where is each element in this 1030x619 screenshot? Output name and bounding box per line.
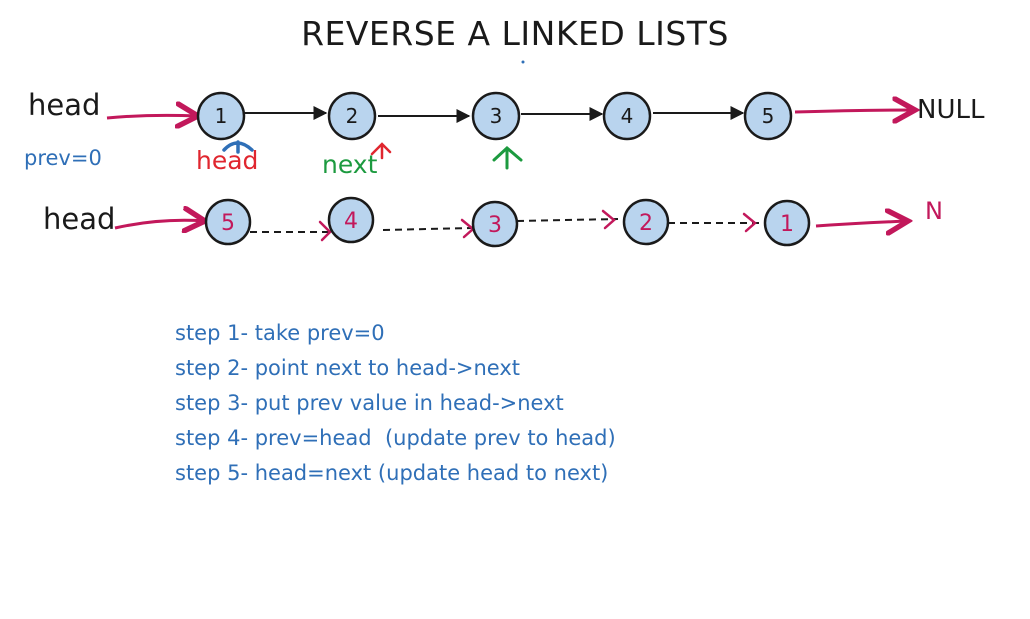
head-arrow [106, 115, 198, 118]
step-item: step 5- head=next (update head to next) [175, 461, 609, 485]
list-node: 2 [327, 91, 377, 141]
list-node: 1 [196, 91, 246, 141]
svg-text:2: 2 [346, 104, 359, 128]
svg-text:3: 3 [488, 213, 502, 238]
diagram-title: REVERSE A LINKED LISTS [301, 14, 729, 53]
list-node: 5 [743, 91, 793, 141]
list-node: 3 [471, 91, 521, 141]
step-item: step 2- point next to head->next [175, 356, 521, 380]
link-arrowhead [742, 212, 757, 233]
svg-text:1: 1 [780, 212, 794, 237]
head-pointer-caret [222, 140, 254, 154]
reversed-list-node: 4 [327, 196, 375, 244]
null-arrow [815, 221, 908, 226]
list-node: 4 [602, 91, 652, 141]
svg-text:3: 3 [490, 104, 503, 128]
head-pointer-label: head [196, 146, 259, 175]
null-arrow [794, 110, 915, 112]
svg-text:5: 5 [221, 211, 235, 236]
reversed-list-node: 2 [622, 198, 670, 246]
link-arrowhead [601, 209, 616, 230]
next-pointer-label: next [322, 150, 378, 179]
dashed-link [382, 227, 474, 231]
svg-text:2: 2 [639, 211, 653, 236]
head-arrow [114, 220, 205, 228]
link-arrowhead [318, 220, 332, 242]
dashed-link [516, 218, 619, 222]
step-item: step 3- put prev value in head->next [175, 391, 564, 415]
svg-text:4: 4 [621, 104, 634, 128]
reversed-null-label: N [925, 197, 943, 225]
reversed-list-node: 5 [204, 198, 252, 246]
null-label: NULL [917, 95, 985, 125]
next-pointer-caret [370, 142, 392, 160]
reversed-list-node: 1 [763, 199, 811, 247]
ink-dot [521, 60, 525, 64]
step-item: step 1- take prev=0 [175, 321, 385, 345]
current-pointer-caret [492, 145, 523, 170]
prev-label: prev=0 [24, 146, 102, 170]
svg-text:4: 4 [344, 209, 358, 234]
steps-list: step 1- take prev=0 step 2- point next t… [175, 316, 616, 491]
svg-text:5: 5 [762, 104, 775, 128]
svg-text:1: 1 [215, 104, 228, 128]
reversed-list-node: 3 [471, 200, 519, 248]
step-item: step 4- prev=head (update prev to head) [175, 426, 616, 450]
reversed-head-label: head [43, 202, 116, 236]
head-label: head [28, 88, 101, 122]
